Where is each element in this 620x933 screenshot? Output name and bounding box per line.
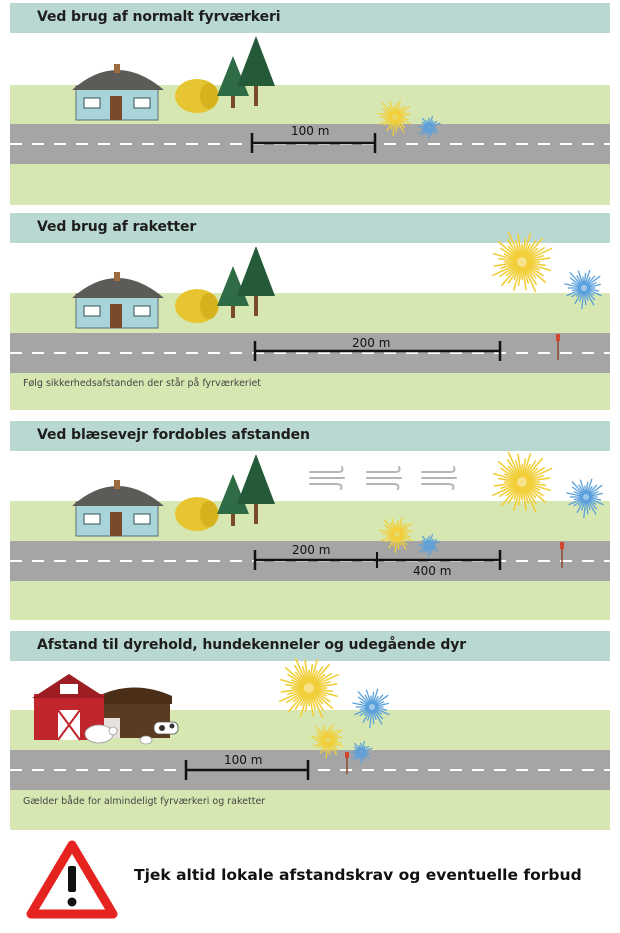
- panel-title-band: Ved brug af normalt fyrværkeri: [10, 3, 610, 33]
- hay-bale-icon: [175, 79, 219, 113]
- road: [10, 333, 610, 373]
- firework-icon: [418, 533, 441, 557]
- tree-icon: [217, 454, 275, 526]
- cow-icon: [153, 721, 179, 735]
- panel-title-band: Ved brug af raketter: [10, 213, 610, 243]
- panel-2-scene: [72, 246, 560, 361]
- firework-icon: [311, 724, 344, 758]
- tree-icon: [217, 246, 275, 318]
- panel-note: Gælder både for almindeligt fyrværkeri o…: [23, 796, 266, 807]
- rocket-icon: [556, 334, 560, 360]
- distance-label-200: 200 m: [292, 543, 331, 557]
- distance-bar: [250, 133, 377, 153]
- panel-title-band: Ved blæsevejr fordobles afstanden: [10, 421, 610, 451]
- distance-bar: [253, 341, 502, 361]
- panel-rockets: Ved brug af raketter: [10, 210, 610, 410]
- house-icon: [72, 480, 164, 537]
- panel-title: Ved blæsevejr fordobles afstanden: [37, 427, 310, 443]
- panel-normal-fireworks: Ved brug af normalt fyrværkeri 100 m: [10, 0, 610, 205]
- distance-label: 200 m: [352, 336, 391, 350]
- firework-icon: [491, 451, 553, 513]
- firework-icon: [418, 115, 441, 139]
- distance-label-400: 400 m: [413, 564, 452, 578]
- house-icon: [72, 272, 164, 329]
- firework-icon: [566, 478, 604, 518]
- panel-title: Ved brug af normalt fyrværkeri: [37, 9, 281, 25]
- tree-icon: [217, 36, 275, 108]
- panel-note: Følg sikkerhedsafstanden der står på fyr…: [23, 378, 262, 389]
- distance-label: 100 m: [224, 753, 263, 767]
- panel-windy: Ved blæsevejr fordobles afstanden: [10, 418, 610, 620]
- sheep-icon: [139, 735, 153, 745]
- firework-icon: [350, 740, 373, 764]
- panel-3-scene: [72, 454, 564, 570]
- wind-icon: [366, 466, 402, 490]
- warning-triangle-icon: [26, 840, 118, 919]
- panel-animals: Afstand til dyrehold, hundekenneler og u…: [10, 628, 610, 830]
- firework-icon: [377, 100, 412, 136]
- distance-bar: [184, 760, 310, 780]
- firework-icon: [352, 688, 390, 728]
- house-icon: [72, 64, 164, 121]
- rocket-icon: [345, 752, 349, 774]
- distance-label: 100 m: [291, 124, 330, 138]
- hay-bale-icon: [175, 289, 219, 323]
- firework-icon: [491, 231, 553, 293]
- panel-1-scene: [72, 36, 377, 153]
- hay-bale-icon: [175, 497, 219, 531]
- sheep-icon: [84, 724, 118, 744]
- firework-icon: [379, 517, 414, 553]
- warning-text: Tjek altid lokale afstandskrav og eventu…: [134, 866, 582, 884]
- distance-bar-200: [253, 550, 502, 570]
- road: [10, 750, 610, 790]
- panel-title: Afstand til dyrehold, hundekenneler og u…: [37, 637, 467, 653]
- panel-4-scene: [32, 674, 349, 780]
- firework-icon: [278, 657, 340, 719]
- panel-title-band: Afstand til dyrehold, hundekenneler og u…: [10, 631, 610, 661]
- panel-title: Ved brug af raketter: [37, 219, 197, 235]
- wind-icon: [421, 466, 457, 490]
- wind-icon: [309, 466, 345, 490]
- rocket-icon: [560, 542, 564, 568]
- firework-icon: [564, 269, 602, 309]
